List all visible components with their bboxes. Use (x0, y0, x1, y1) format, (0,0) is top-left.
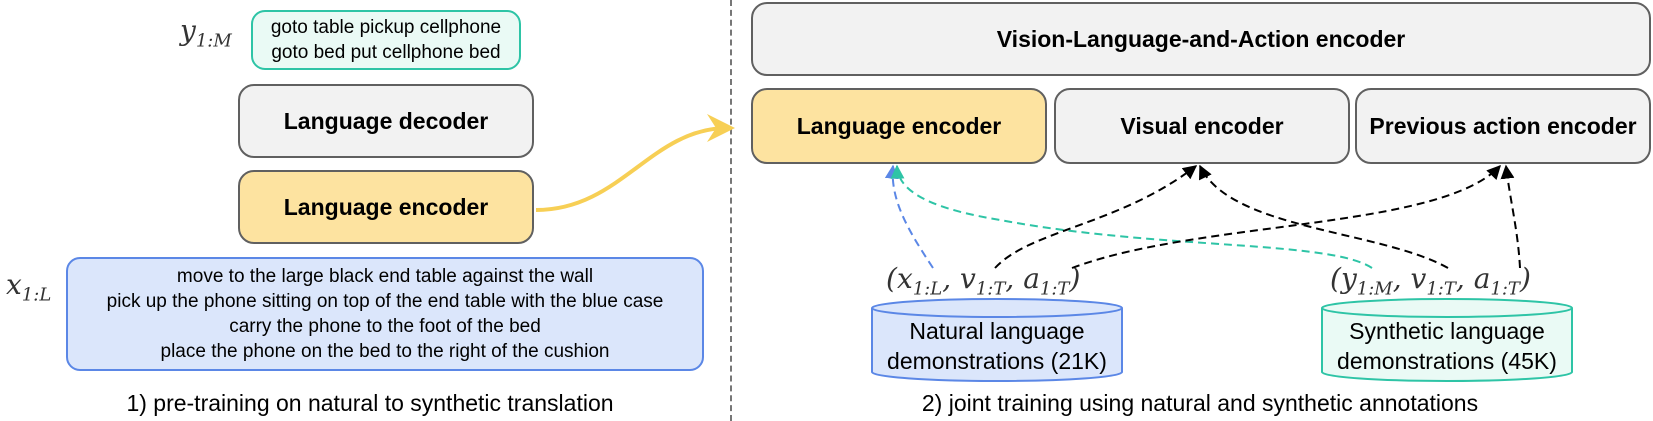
synthetic-to-action-arrow (1500, 164, 1521, 269)
synthetic-to-language-arrow (890, 164, 1373, 269)
language-decoder-label: Language decoder (283, 107, 489, 134)
left-language-encoder-label: Language encoder (283, 193, 489, 220)
right-language-encoder-label: Language encoder (796, 112, 1002, 139)
synthetic-database-label: Synthetic language demonstrations (45K) (1322, 316, 1572, 376)
natural-tuple-v-sub: 1:T (975, 278, 1006, 300)
vla-encoder-label: Vision-Language-and-Action encoder (996, 25, 1406, 52)
x-label-base: x (6, 268, 22, 301)
right-language-encoder-box: Language encoder (751, 88, 1047, 164)
left-caption: 1) pre-training on natural to synthetic … (126, 390, 614, 416)
synthetic-line-2: goto bed put cellphone bed (271, 42, 501, 63)
encoder-transfer-arrow (535, 126, 726, 212)
natural-tuple-a: a (1023, 262, 1040, 295)
natural-to-visual-arrow (994, 165, 1198, 269)
x-label: x1:L (6, 268, 51, 306)
natural-line-1: move to the large black end table agains… (176, 266, 594, 287)
encoder-transfer-arrowhead (707, 114, 735, 142)
natural-database-label: Natural language demonstrations (21K) (872, 316, 1122, 376)
natural-db-line-2: demonstrations (21K) (887, 348, 1107, 374)
visual-encoder-label: Visual encoder (1120, 112, 1284, 139)
x-label-sub: 1:L (21, 284, 52, 306)
natural-line-4: place the phone on the bed to the right … (160, 341, 610, 362)
synthetic-instruction-box: goto table pickup cellphone goto bed put… (251, 10, 521, 70)
natural-tuple-x-sub: 1:L (912, 278, 943, 300)
synthetic-tuple-v-sub: 1:T (1426, 278, 1456, 300)
natural-db-line-1: Natural language (909, 318, 1085, 344)
language-decoder-box: Language decoder (238, 84, 534, 158)
natural-line-2: pick up the phone sitting on top of the … (106, 291, 664, 312)
y-label-base: y (180, 14, 196, 47)
natural-line-3: carry the phone to the foot of the bed (229, 316, 541, 337)
panel-divider (730, 0, 732, 421)
synthetic-tuple: (y1:M, v1:T, a1:T) (1330, 262, 1531, 300)
natural-tuple-a-sub: 1:T (1039, 278, 1070, 300)
right-caption: 2) joint training using natural and synt… (921, 390, 1479, 416)
synthetic-db-line-2: demonstrations (45K) (1337, 348, 1557, 374)
synthetic-tuple-v: v (1410, 262, 1427, 295)
y-label: y1:M (180, 14, 232, 52)
synthetic-tuple-y: y (1340, 262, 1357, 295)
y-label-sub: 1:M (195, 30, 232, 52)
natural-tuple-x: x (896, 262, 913, 295)
previous-action-encoder-label: Previous action encoder (1369, 112, 1637, 139)
natural-database-cylinder (871, 298, 1123, 382)
natural-tuple: (x1:L, v1:T, a1:T) (886, 262, 1081, 300)
synthetic-tuple-a: a (1473, 262, 1491, 295)
synthetic-to-visual-arrow (1199, 164, 1449, 269)
synthetic-database-cylinder (1321, 298, 1573, 382)
synthetic-tuple-a-sub: 1:T (1490, 278, 1520, 300)
synthetic-tuple-y-sub: 1:M (1356, 278, 1393, 300)
natural-to-action-arrow (1071, 164, 1501, 269)
visual-encoder-box: Visual encoder (1054, 88, 1350, 164)
natural-tuple-v: v (960, 262, 976, 295)
natural-to-language-arrow (884, 164, 934, 269)
synthetic-db-line-1: Synthetic language (1349, 318, 1545, 344)
previous-action-encoder-box: Previous action encoder (1355, 88, 1651, 164)
vla-encoder-box: Vision-Language-and-Action encoder (751, 2, 1651, 76)
left-language-encoder-box: Language encoder (238, 170, 534, 244)
synthetic-line-1: goto table pickup cellphone (270, 17, 502, 38)
natural-instruction-box: move to the large black end table agains… (66, 257, 704, 371)
